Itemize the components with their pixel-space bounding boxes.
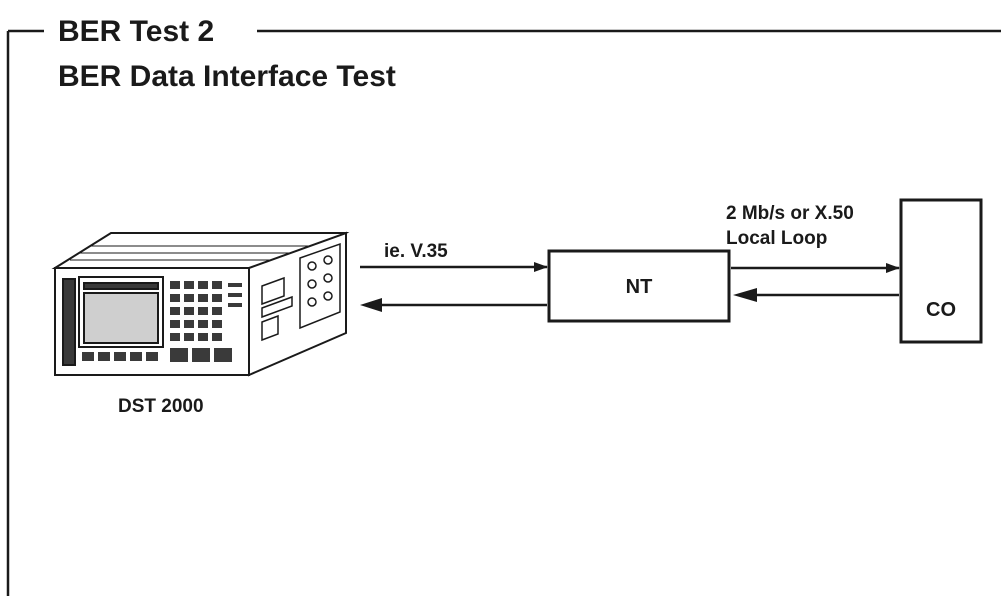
frame-subtitle: BER Data Interface Test bbox=[58, 60, 396, 93]
loop-label-line1: 2 Mb/s or X.50 bbox=[726, 203, 854, 224]
interface-label: ie. V.35 bbox=[384, 241, 448, 262]
loop-label-line2: Local Loop bbox=[726, 228, 827, 249]
co-label: CO bbox=[926, 299, 956, 321]
nt-label: NT bbox=[626, 276, 653, 298]
dst-2000-device bbox=[51, 231, 350, 377]
loop-link bbox=[731, 263, 900, 302]
co-box bbox=[899, 198, 983, 344]
device-label: DST 2000 bbox=[118, 396, 204, 417]
interface-link bbox=[360, 262, 548, 312]
frame-border bbox=[6, 29, 1001, 596]
nt-box bbox=[547, 249, 731, 323]
frame-title: BER Test 2 bbox=[58, 15, 214, 48]
